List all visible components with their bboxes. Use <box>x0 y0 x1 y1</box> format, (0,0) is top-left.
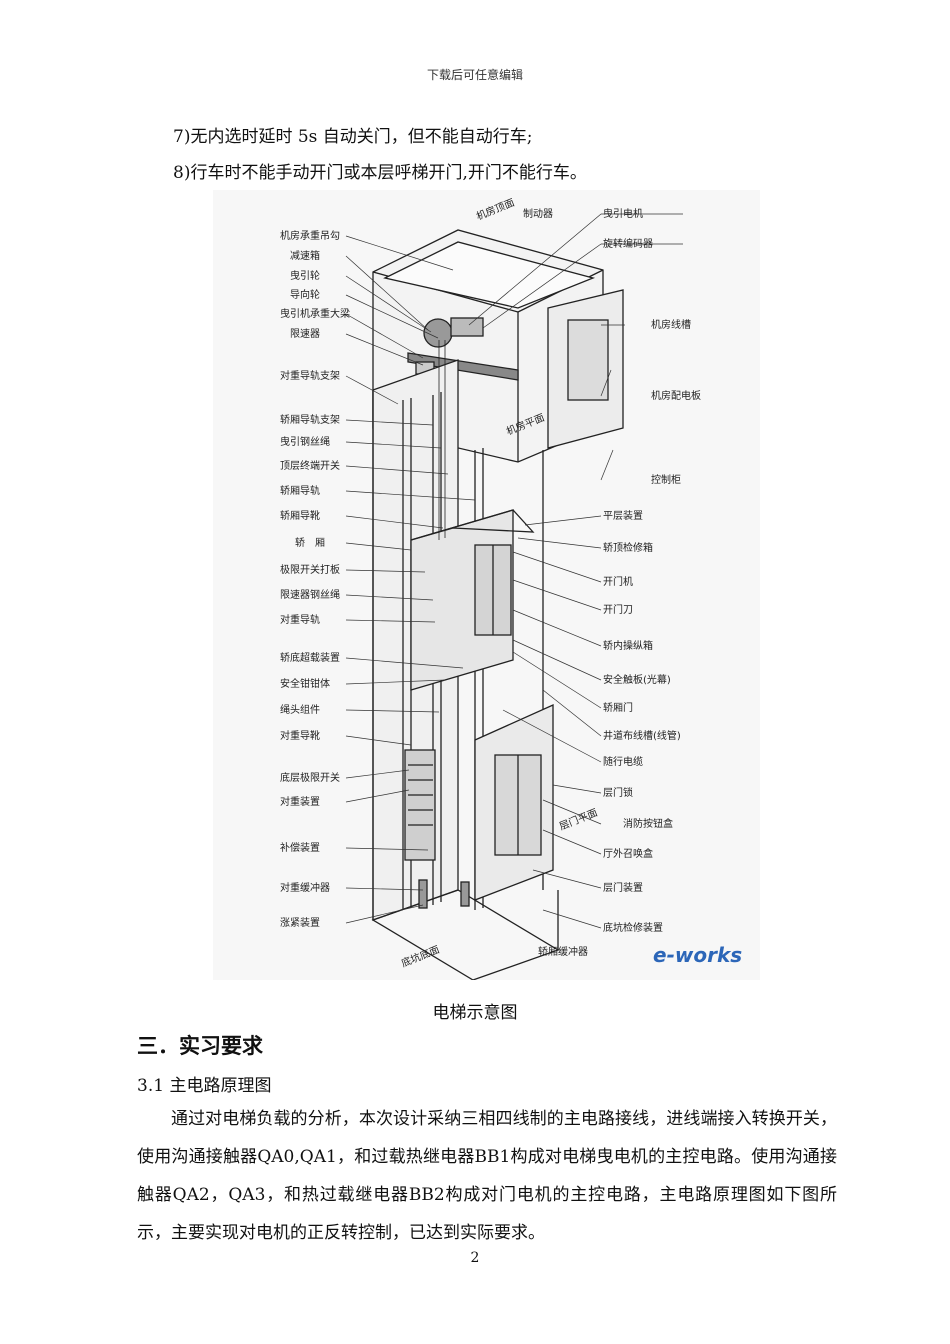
page-number: 2 <box>470 1250 480 1266</box>
figure-caption: 电梯示意图 <box>432 1003 518 1023</box>
requirement-item-7: 7)无内选时延时 5s 自动关门，但不能自动行车; <box>173 127 533 147</box>
label-car: 轿 厢 <box>295 536 325 549</box>
label-hall-call-box: 厅外召唤盒 <box>603 847 653 860</box>
label-brake: 制动器 <box>523 207 553 220</box>
eworks-logo: e-works <box>653 943 742 967</box>
label-rotary-encoder: 旋转编码器 <box>603 237 653 250</box>
label-traction-sheave: 曳引轮 <box>290 269 320 282</box>
label-guide-pulley: 导向轮 <box>290 288 320 301</box>
label-distribution-board: 机房配电板 <box>651 389 701 402</box>
label-hoist-rope: 曳引钢丝绳 <box>280 435 330 448</box>
label-top-terminal-switch: 顶层终端开关 <box>280 459 340 472</box>
label-fire-button-box: 消防按钮盒 <box>623 817 673 830</box>
label-governor-rope: 限速器钢丝绳 <box>280 588 340 601</box>
label-bottom-limit-switch: 底层极限开关 <box>280 771 340 784</box>
label-overload-device: 轿底超载装置 <box>280 651 340 664</box>
label-wiring-duct: 井道布线槽(线管) <box>603 729 681 742</box>
label-door-knife: 开门刀 <box>603 603 633 616</box>
elevator-diagram-svg: 机房承重吊勾 减速箱 曳引轮 导向轮 曳引机承重大梁 限速器 对重导轨支架 轿厢… <box>213 190 760 981</box>
label-cw-rail-bracket: 对重导轨支架 <box>280 369 340 382</box>
label-control-cabinet: 控制柜 <box>651 473 681 486</box>
page-header: 下载后可任意编辑 <box>426 68 523 82</box>
label-counterweight: 对重装置 <box>280 795 320 808</box>
label-machine-beam: 曳引机承重大梁 <box>280 307 350 320</box>
body-paragraph: 通过对电梯负载的分析，本次设计采纳三相四线制的主电路接线，进线端接入转换开关，使… <box>137 1109 837 1243</box>
label-gearbox: 减速箱 <box>290 249 320 262</box>
label-leveling-device: 平层装置 <box>603 509 643 522</box>
subsection-title: 3.1 主电路原理图 <box>137 1076 272 1096</box>
label-landing-door: 层门装置 <box>603 881 643 894</box>
label-cw-rail: 对重导轨 <box>280 613 320 626</box>
label-machine-room-duct: 机房线槽 <box>651 318 691 331</box>
label-compensation: 补偿装置 <box>280 841 320 854</box>
elevator-diagram: 机房承重吊勾 减速箱 曳引轮 导向轮 曳引机承重大梁 限速器 对重导轨支架 轿厢… <box>213 190 760 981</box>
label-safety-edge: 安全触板(光幕) <box>603 673 671 686</box>
label-landing-door-lock: 层门锁 <box>603 786 633 799</box>
label-cw-guide-shoe: 对重导靴 <box>280 729 320 742</box>
section-title: 三．实习要求 <box>137 1034 263 1058</box>
label-car-top-box: 轿顶检修箱 <box>603 541 653 554</box>
label-car-rail-bracket: 轿厢导轨支架 <box>280 413 340 426</box>
label-cw-buffer: 对重缓冲器 <box>280 881 330 894</box>
label-car-operating-panel: 轿内操纵箱 <box>603 639 653 652</box>
label-car-guide-shoe: 轿厢导靴 <box>280 509 320 522</box>
label-door-operator: 开门机 <box>603 575 633 588</box>
requirement-item-8: 8)行车时不能手动开门或本层呼梯开门,开门不能行车。 <box>173 163 587 183</box>
label-car-door: 轿厢门 <box>603 701 633 714</box>
label-governor: 限速器 <box>290 328 320 340</box>
label-rope-hitch: 绳头组件 <box>280 703 320 716</box>
label-safety-gear: 安全钳钳体 <box>280 677 330 690</box>
label-car-rail: 轿厢导轨 <box>280 484 320 497</box>
label-limit-switch-cam: 极限开关打板 <box>280 563 340 576</box>
label-car-buffer: 轿厢缓冲器 <box>538 945 588 958</box>
label-machine-room-hook: 机房承重吊勾 <box>280 229 340 242</box>
label-pit-inspection: 底坑检修装置 <box>603 921 663 934</box>
label-tension-device: 涨紧装置 <box>280 916 320 929</box>
label-traction-motor: 曳引电机 <box>603 207 643 220</box>
label-travel-cable: 随行电缆 <box>603 755 643 768</box>
